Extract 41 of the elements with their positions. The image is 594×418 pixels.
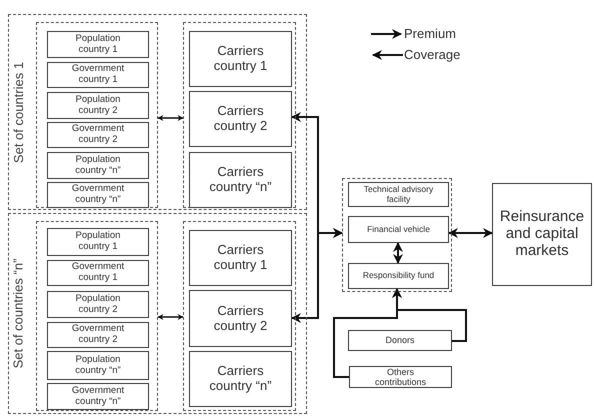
arrow [333,288,402,378]
process-box: Population country 2 [47,291,149,318]
process-box: Government country 2 [47,122,149,148]
process-box: Population country 1 [47,31,149,58]
double-arrow [157,314,184,320]
process-box: Government country 1 [47,62,149,88]
group-label: Set of countries 1 [10,61,26,163]
process-box: Carriers country “n” [189,152,292,208]
process-box: Financial vehicle [348,216,449,243]
group-frame [183,22,296,208]
group-label: Set of countries “n” [10,258,26,368]
process-box: Government country “n” [47,383,149,410]
double-arrow [291,228,343,323]
process-box: Population country 1 [47,228,149,256]
group-frame [183,221,296,411]
process-box: Responsibility fund [348,263,449,289]
process-box: Government country “n” [47,182,149,208]
process-box: Population country “n” [47,351,149,380]
process-box: Reinsurance and capital markets [492,183,592,286]
process-box: Donors [348,330,452,351]
process-box: Population country “n” [47,152,149,179]
process-box: Carriers country 1 [189,31,292,87]
group-frame [342,178,452,292]
legend-label: Premium [404,26,456,41]
process-box: Carriers country 2 [189,91,292,147]
group-frame [8,213,307,414]
double-arrow [393,242,403,264]
process-box: Others contributions [349,366,452,388]
process-box: Carriers country 2 [189,290,292,347]
process-box: Population country 2 [47,92,149,119]
double-arrow [157,115,184,121]
process-box: Government country 2 [47,322,149,348]
process-box: Carriers country 1 [189,230,292,286]
group-frame [36,221,158,411]
group-frame [36,22,158,208]
legend-label: Coverage [404,47,460,62]
process-box: Government country 1 [47,260,149,286]
double-arrow [448,228,493,238]
process-box: Carriers country “n” [189,351,292,407]
group-frame [8,14,307,210]
process-box: Technical advisory facility [348,182,449,207]
